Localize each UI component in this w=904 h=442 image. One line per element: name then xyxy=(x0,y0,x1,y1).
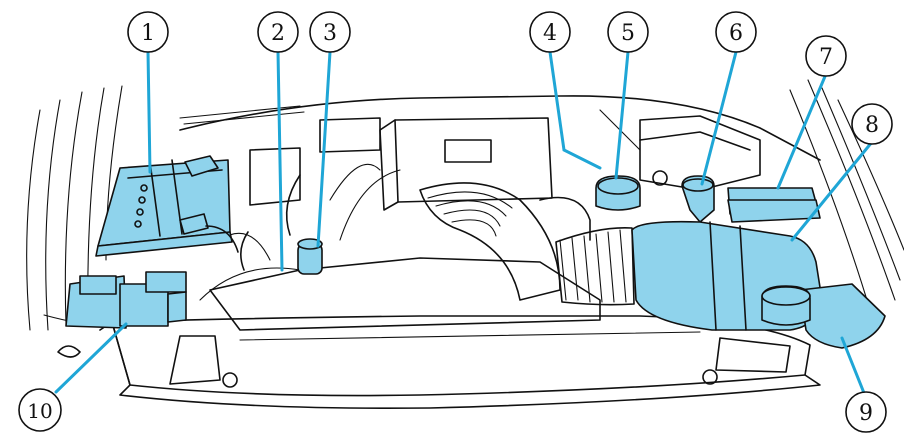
leader-line-6 xyxy=(700,50,738,186)
leader-line-7 xyxy=(776,72,828,190)
callout-label: 8 xyxy=(865,113,879,138)
radiator-support xyxy=(43,314,821,410)
leader-line-8 xyxy=(790,140,874,242)
callout-label: 4 xyxy=(543,21,557,46)
callout-label: 5 xyxy=(621,21,635,46)
fuse-relay-box xyxy=(65,271,187,329)
callout-label: 7 xyxy=(819,45,833,70)
callout-7: 7 xyxy=(805,35,847,77)
callout-2: 2 xyxy=(257,11,299,53)
power-distribution-box xyxy=(727,187,821,223)
leader-line-5 xyxy=(614,50,630,180)
air-intake-duct xyxy=(419,182,635,306)
callout-label: 1 xyxy=(141,21,155,46)
firewall-outline xyxy=(179,95,821,206)
leader-line-4 xyxy=(548,50,602,170)
leader-line-2 xyxy=(276,50,284,272)
leader-lines xyxy=(54,50,874,400)
reservoir-cap-5 xyxy=(595,175,641,211)
engine-block-details xyxy=(199,163,668,331)
callout-4: 4 xyxy=(529,11,571,53)
callout-8: 8 xyxy=(851,103,893,145)
leader-line-1 xyxy=(146,50,152,174)
leader-line-9 xyxy=(840,336,868,400)
intake-resonator xyxy=(761,283,886,349)
callout-5: 5 xyxy=(607,11,649,53)
intake-bellows xyxy=(555,226,635,306)
engine-cover-box xyxy=(379,117,553,211)
hood-right-lines xyxy=(789,79,904,311)
callout-label: 9 xyxy=(859,401,873,426)
fluid-cap-6 xyxy=(681,175,715,223)
callout-label: 10 xyxy=(27,399,52,423)
battery xyxy=(95,155,239,257)
callout-9: 9 xyxy=(845,391,887,433)
leader-line-3 xyxy=(316,50,332,248)
leader-line-10 xyxy=(54,322,128,394)
reservoir-cap-3 xyxy=(297,238,323,275)
callout-3: 3 xyxy=(309,11,351,53)
callout-10: 10 xyxy=(18,388,62,432)
callout-1: 1 xyxy=(127,11,169,53)
callout-label: 6 xyxy=(729,21,743,46)
callout-label: 3 xyxy=(323,21,337,46)
callout-label: 2 xyxy=(271,21,285,46)
callout-6: 6 xyxy=(715,11,757,53)
